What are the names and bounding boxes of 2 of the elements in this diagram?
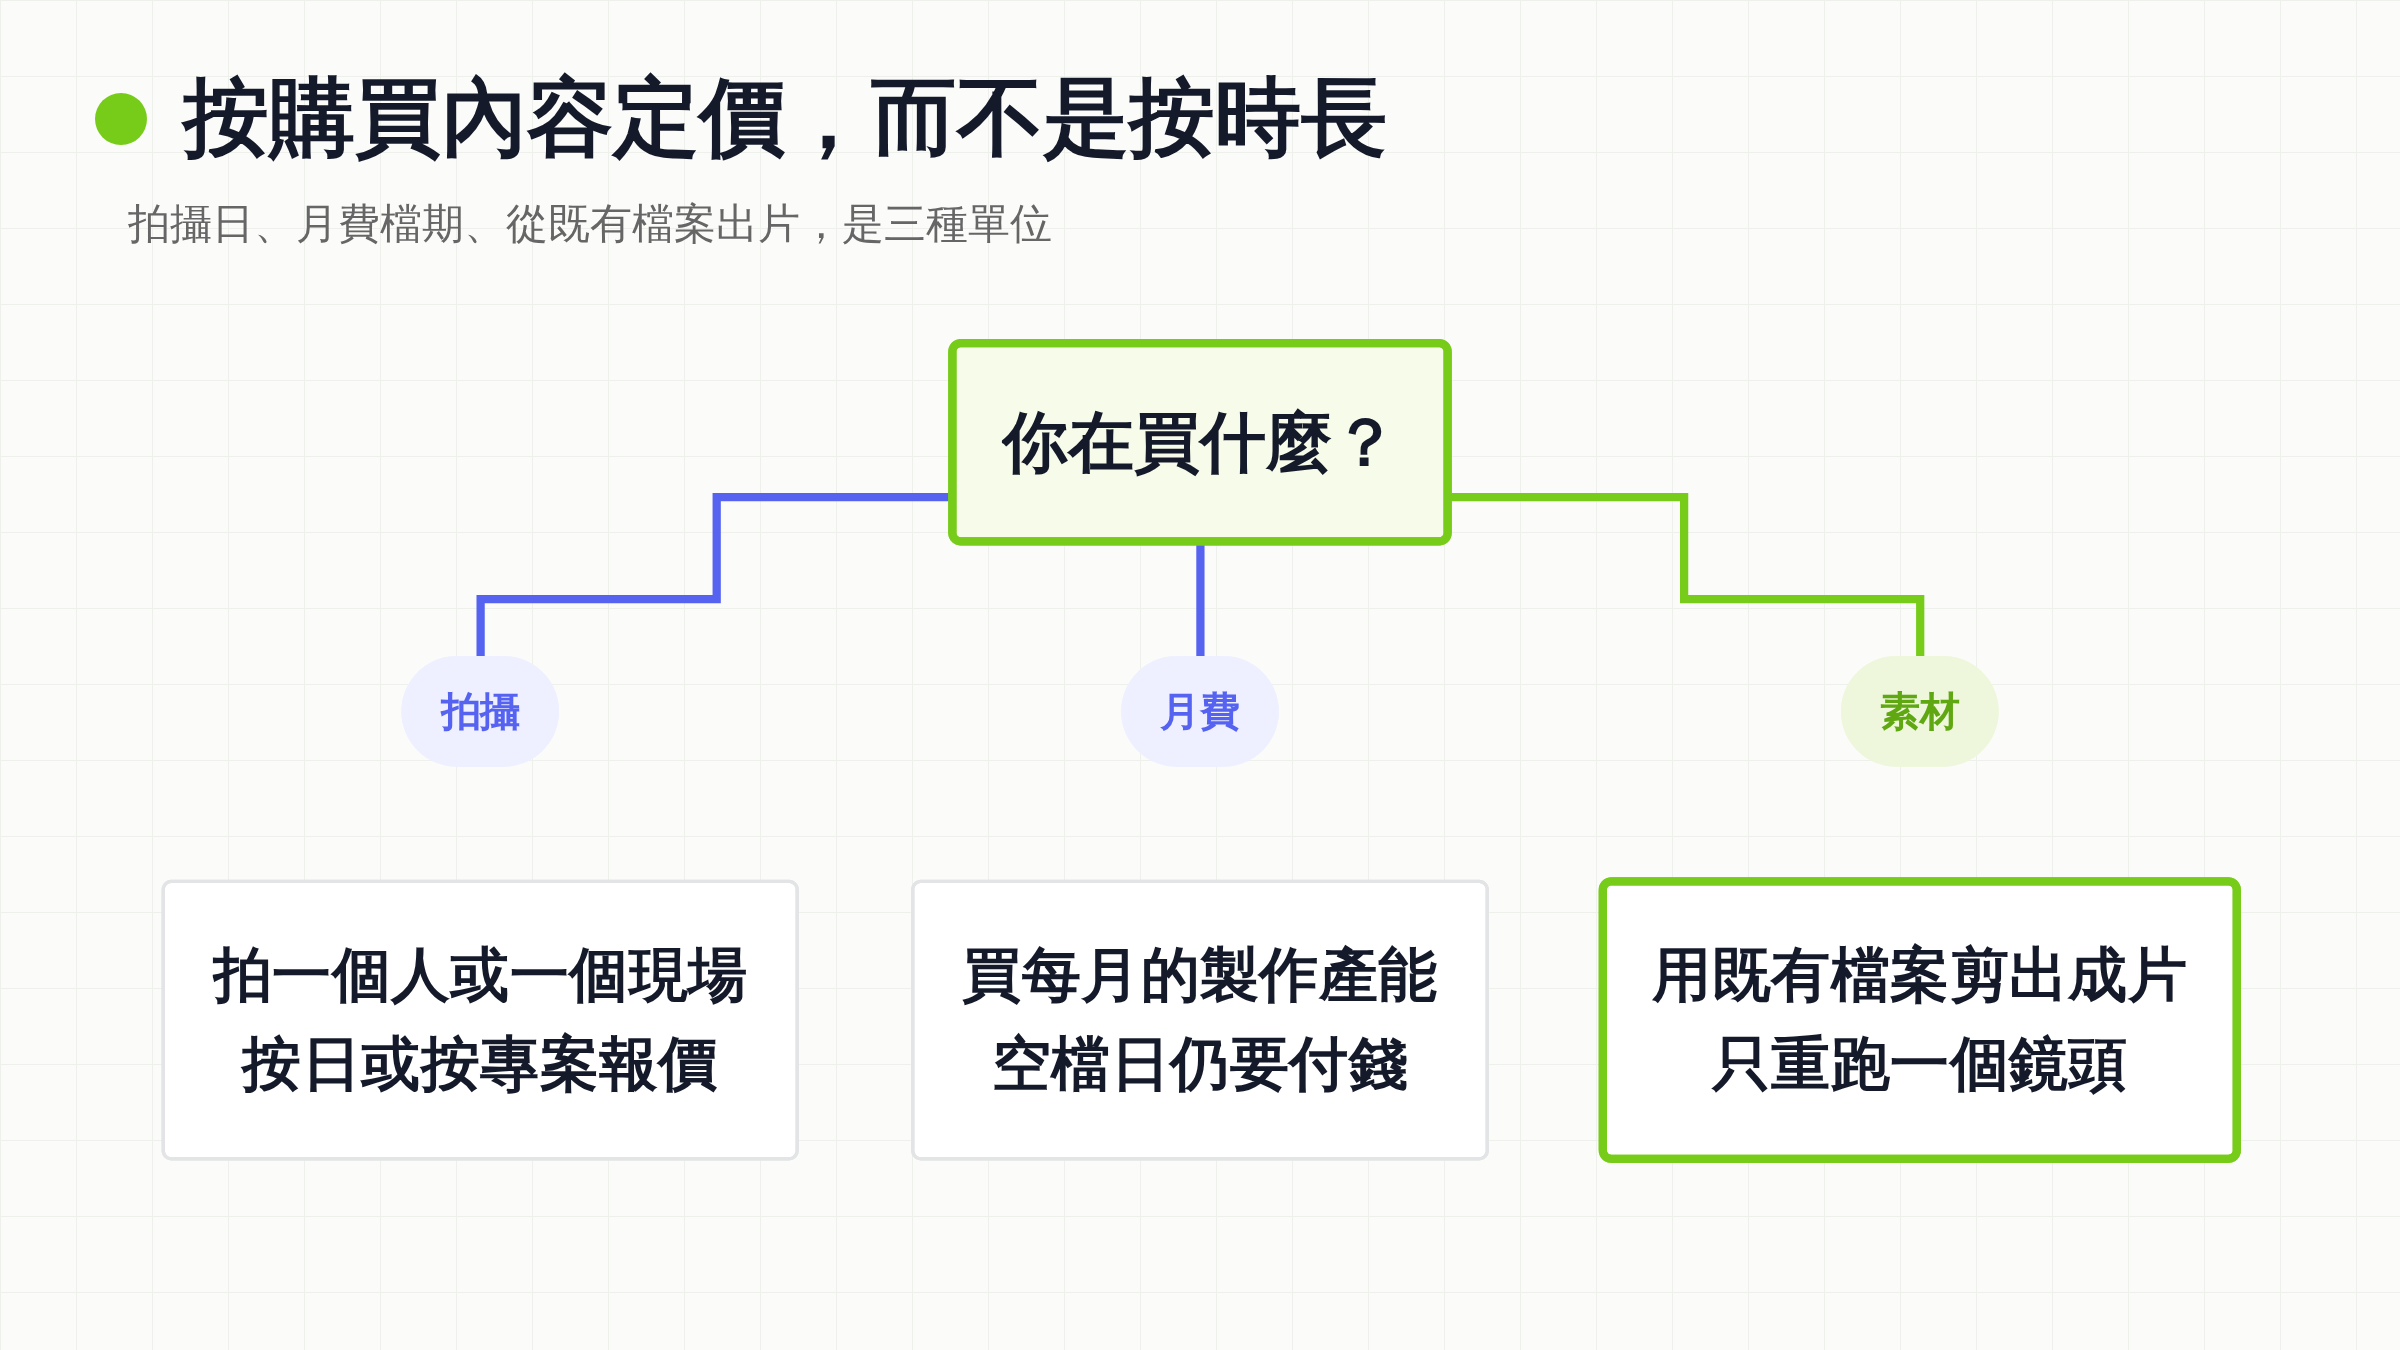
subtitle: 拍攝日、月費檔期、從既有檔案出片，是三種單位 — [128, 198, 1052, 250]
title: 按購買內容定價，而不是按時長 — [183, 66, 1387, 169]
